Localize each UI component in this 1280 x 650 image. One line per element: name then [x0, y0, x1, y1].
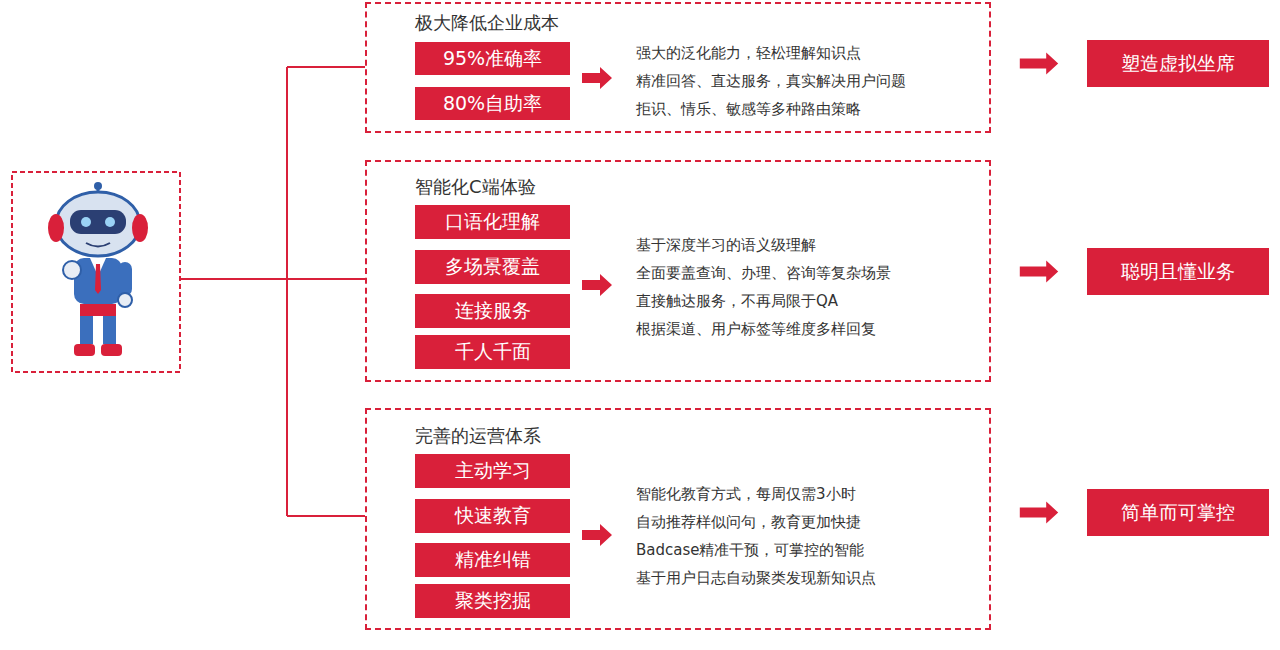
feature-description: 精准回答、直达服务，真实解决用户问题: [636, 71, 906, 91]
box-label: 简单而可掌控: [1121, 500, 1235, 526]
feature-tag: 主动学习: [415, 454, 570, 488]
box-label: 80%自助率: [443, 91, 542, 117]
box-label: 千人千面: [455, 339, 531, 365]
feature-tag: 95%准确率: [415, 42, 570, 75]
bracket-lines: [180, 67, 365, 516]
result-box: 简单而可掌控: [1087, 489, 1269, 536]
inner-arrows: [582, 67, 612, 546]
feature-description: 直接触达服务，不再局限于QA: [636, 291, 838, 311]
feature-tag: 快速教育: [415, 499, 570, 533]
feature-tag: 连接服务: [415, 294, 570, 328]
box-label: 口语化理解: [445, 209, 540, 235]
feature-tag: 聚类挖掘: [415, 584, 570, 618]
box-label: 95%准确率: [443, 46, 542, 72]
feature-description: Badcase精准干预，可掌控的智能: [636, 540, 865, 560]
flow-arrow: [1020, 261, 1058, 283]
flow-arrow: [1020, 53, 1058, 75]
feature-description: 强大的泛化能力，轻松理解知识点: [636, 43, 861, 63]
robot-frame: [12, 172, 180, 372]
group-box: 极大降低企业成本强大的泛化能力，轻松理解知识点精准回答、直达服务，真实解决用户问…: [365, 2, 991, 133]
feature-tag: 80%自助率: [415, 87, 570, 120]
group-heading: 极大降低企业成本: [415, 13, 559, 33]
group-box: 完善的运营体系智能化教育方式，每周仅需3小时自动推荐样似问句，教育更加快捷 Bad…: [365, 408, 991, 630]
arrow-shape: [1020, 53, 1058, 75]
feature-description: 基于用户日志自动聚类发现新知识点: [636, 568, 876, 588]
box-label: 聚类挖掘: [455, 588, 531, 614]
feature-description: 自动推荐样似问句，教育更加快捷: [636, 512, 861, 532]
feature-description: 拒识、情乐、敏感等多种路由策略: [636, 99, 861, 119]
group-heading: 智能化C端体验: [415, 177, 536, 197]
feature-description: 基于深度半习的语义级理解: [636, 235, 816, 255]
box-label: 多场景覆盖: [445, 254, 540, 280]
group-heading: 完善的运营体系: [415, 426, 541, 446]
box-label: 塑造虚拟坐席: [1121, 51, 1235, 77]
feature-tag: 多场景覆盖: [415, 250, 570, 284]
arrow-shape: [1020, 502, 1058, 524]
box-label: 聪明且懂业务: [1121, 259, 1235, 285]
group-box: 智能化C端体验基于深度半习的语义级理解全面要盖查询、办理、咨询等复杂场景直接触达…: [365, 160, 991, 382]
box-label: 精准纠错: [455, 547, 531, 573]
feature-description: 智能化教育方式，每周仅需3小时: [636, 484, 856, 504]
result-box: 聪明且懂业务: [1087, 248, 1269, 295]
robot-figure: [48, 182, 148, 356]
feature-description: 根据渠道、用户标签等维度多样回复: [636, 319, 876, 339]
feature-tag: 精准纠错: [415, 543, 570, 577]
box-label: 快速教育: [455, 503, 531, 529]
result-box: 塑造虚拟坐席: [1087, 40, 1269, 87]
box-label: 主动学习: [455, 458, 531, 484]
box-label: 连接服务: [455, 298, 531, 324]
flow-arrow: [1020, 502, 1058, 524]
feature-tag: 千人千面: [415, 335, 570, 369]
feature-description: 全面要盖查询、办理、咨询等复杂场景: [636, 263, 891, 283]
arrow-shape: [1020, 261, 1058, 283]
feature-tag: 口语化理解: [415, 205, 570, 239]
